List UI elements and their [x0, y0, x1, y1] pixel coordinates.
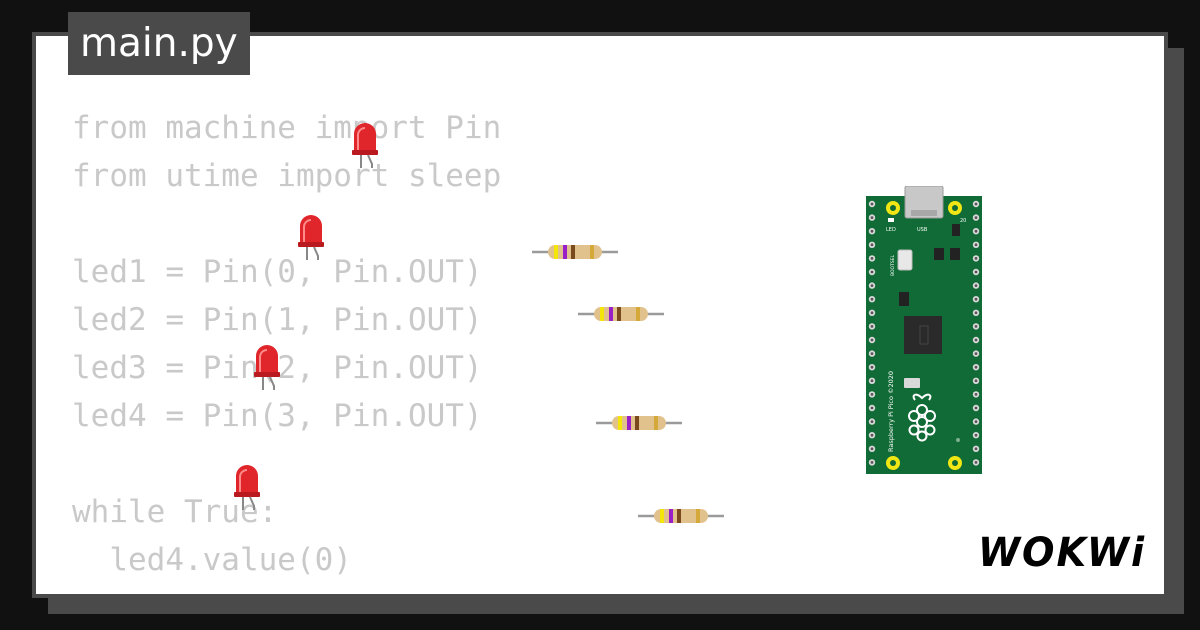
red-led-icon[interactable] [296, 212, 326, 264]
board-label: LED [886, 227, 896, 233]
board-pin-hole [974, 311, 978, 315]
code-line [72, 440, 501, 488]
code-line [72, 200, 501, 248]
resistor-icon[interactable] [578, 305, 664, 323]
board-pin-hole [974, 325, 978, 328]
board-pin-hole [870, 297, 874, 301]
code-line: from machine import Pin [72, 110, 502, 146]
board-pin-hole [870, 216, 874, 219]
code-line: led4 = Pin(3, Pin.OUT) [72, 398, 483, 434]
board-pin-hole [974, 202, 978, 206]
resistor-icon[interactable] [638, 507, 724, 525]
red-led-icon[interactable] [350, 120, 380, 172]
board-pin-hole [974, 297, 978, 301]
board-label: 20 [960, 218, 966, 224]
board-pin-hole [974, 352, 978, 355]
board-pin-hole [974, 257, 978, 260]
board-pin-hole [870, 406, 874, 410]
board-pin-hole [974, 420, 978, 423]
board-pin-hole [974, 393, 978, 396]
board-pin-hole [974, 461, 978, 464]
board-pin-hole [870, 338, 874, 342]
code-line: while True: [72, 494, 278, 530]
board-pin-hole [870, 433, 874, 437]
file-tab[interactable]: main.py [68, 12, 250, 75]
board-pin-hole [870, 284, 874, 287]
board-pin-hole [974, 379, 978, 383]
board-pin-hole [870, 420, 874, 423]
board-pin-hole [870, 202, 874, 206]
board-pin-hole [974, 284, 978, 287]
raspberry-pi-pico-board[interactable]: 20 LED USB BOOTSEL Raspberry Pi Pico ©20… [866, 186, 982, 476]
red-led-icon[interactable] [232, 462, 262, 514]
board-pin-hole [974, 365, 978, 369]
resistor-icon[interactable] [532, 243, 618, 261]
board-pin-hole [974, 229, 978, 233]
red-led-icon[interactable] [252, 342, 282, 394]
code-line: led4.value(0) [72, 542, 352, 578]
board-pin-hole [974, 216, 978, 219]
board-pin-hole [870, 243, 874, 247]
board-pin-hole [870, 447, 874, 451]
board-pin-hole [870, 325, 874, 328]
board-label: USB [917, 227, 928, 233]
board-model-text: Raspberry Pi Pico ©2020 [887, 371, 895, 452]
code-line: led2 = Pin(1, Pin.OUT) [72, 302, 483, 338]
board-pin-hole [870, 379, 874, 383]
board-pin-hole [870, 229, 874, 233]
board-pin-hole [974, 406, 978, 410]
wokwi-logo[interactable]: WOKWi [978, 528, 1150, 574]
board-pin-hole [870, 270, 874, 274]
board-pin-hole [974, 338, 978, 342]
board-pin-hole [870, 393, 874, 396]
board-pin-hole [974, 433, 978, 437]
code-editor: from machine import Pin from utime import… [72, 104, 502, 594]
raspberry-pi-logo-icon [908, 393, 936, 442]
board-pin-hole [974, 243, 978, 247]
board-pin-hole [870, 461, 874, 464]
board-pin-hole [870, 365, 874, 369]
board-pin-hole [870, 352, 874, 355]
resistor-icon[interactable] [596, 414, 682, 432]
board-pin-hole [870, 311, 874, 315]
code-line: led1 = Pin(0, Pin.OUT) [72, 254, 483, 290]
logo-text: WOKWi [978, 530, 1146, 574]
code-line: from utime import sleep [72, 158, 502, 194]
board-pin-hole [974, 270, 978, 274]
code-line: led3.value(0) [72, 584, 501, 594]
board-pin-hole [974, 447, 978, 451]
project-preview-card: from machine import Pin from utime import… [32, 32, 1168, 598]
code-line: led3 = Pin(2, Pin.OUT) [72, 350, 483, 386]
board-pin-hole [870, 257, 874, 260]
board-label: BOOTSEL [890, 254, 896, 276]
